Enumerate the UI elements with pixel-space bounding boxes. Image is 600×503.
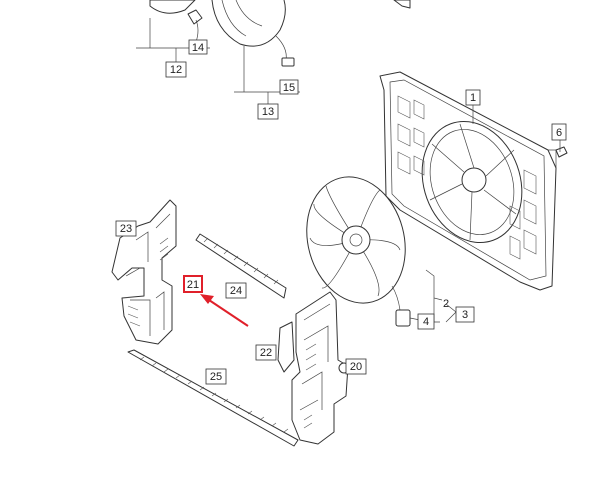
fan-shroud xyxy=(379,71,557,291)
svg-text:1: 1 xyxy=(470,92,476,104)
label-3: 3 xyxy=(455,306,475,323)
label-4: 4 xyxy=(417,313,435,330)
svg-text:23: 23 xyxy=(120,223,132,235)
svg-text:20: 20 xyxy=(350,361,362,373)
svg-text:3: 3 xyxy=(462,309,468,321)
top-right-fragment xyxy=(393,0,411,9)
svg-text:15: 15 xyxy=(283,82,295,94)
label-1: 1 xyxy=(465,89,481,124)
svg-text:24: 24 xyxy=(230,285,242,297)
svg-text:21: 21 xyxy=(187,279,199,291)
label-23: 23 xyxy=(115,220,137,237)
label-25: 25 xyxy=(205,368,227,385)
label-2: 2 xyxy=(443,298,449,310)
svg-text:12: 12 xyxy=(170,64,182,76)
fan-blade-wheel xyxy=(306,176,406,311)
label-13: 13 xyxy=(257,103,279,120)
label-15: 15 xyxy=(279,79,299,95)
svg-text:6: 6 xyxy=(556,127,562,139)
svg-text:2: 2 xyxy=(443,298,449,310)
upper-fan-assembly-left xyxy=(149,0,203,43)
bolt xyxy=(555,140,568,158)
svg-text:25: 25 xyxy=(210,371,222,383)
svg-text:22: 22 xyxy=(260,347,272,359)
label-24: 24 xyxy=(225,282,247,299)
svg-text:14: 14 xyxy=(192,42,204,54)
label-14: 14 xyxy=(188,39,208,55)
label-6: 6 xyxy=(551,123,567,141)
label-20: 20 xyxy=(345,358,367,375)
right-air-guide xyxy=(277,291,350,445)
svg-text:13: 13 xyxy=(262,106,274,118)
svg-text:4: 4 xyxy=(423,316,429,328)
fan-connector xyxy=(395,309,421,327)
upper-fan-assembly-right xyxy=(211,0,295,67)
label-22: 22 xyxy=(255,344,277,361)
highlight-arrow xyxy=(200,294,249,327)
label-12: 12 xyxy=(165,61,187,78)
seal-strip xyxy=(195,233,287,299)
lower-strip xyxy=(127,349,299,447)
label-21-highlighted: 21 xyxy=(183,275,203,293)
